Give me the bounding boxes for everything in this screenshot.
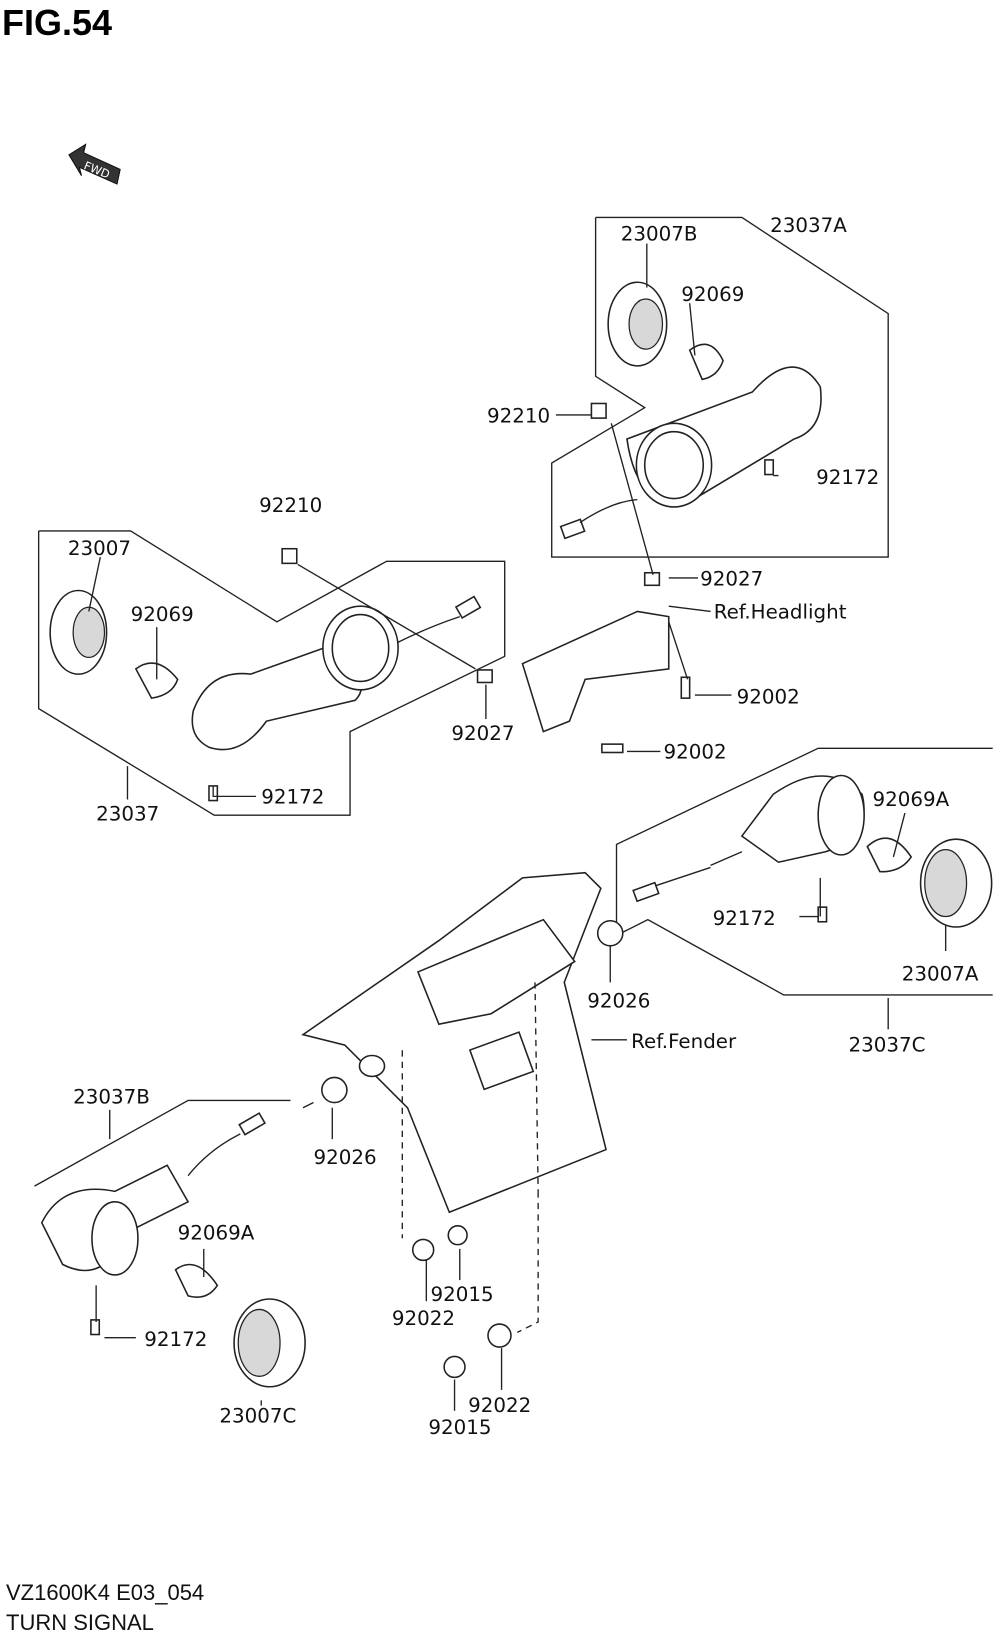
part-label: 92210 <box>487 404 550 427</box>
figure-title: FIG.54 <box>2 2 113 43</box>
part-label: 23007 <box>68 537 131 560</box>
part-label: 23037B <box>73 1086 150 1109</box>
fwd-label: FWD <box>82 158 112 181</box>
turn-signal-rear-right <box>632 774 993 928</box>
turn-signal-front-left <box>49 589 482 751</box>
part-label: 92172 <box>144 1328 207 1351</box>
part-label: 23007B <box>621 222 698 245</box>
section-title: TURN SIGNAL <box>6 1610 154 1635</box>
part-label: 92026 <box>313 1146 376 1169</box>
group-box-23037B <box>34 1099 291 1187</box>
footer: VZ1600K4 E03_054 TURN SIGNAL <box>6 1578 204 1638</box>
part-label: 92172 <box>261 786 324 809</box>
part-label: 92069A <box>178 1221 255 1244</box>
part-label: 92015 <box>431 1283 494 1306</box>
fwd-arrow-icon: FWD <box>68 143 121 185</box>
part-label: 92172 <box>816 466 879 489</box>
part-label: 23037 <box>96 802 159 825</box>
part-label: 92015 <box>428 1416 491 1439</box>
part-label: 92069 <box>131 603 194 626</box>
part-label: 92022 <box>468 1394 531 1417</box>
part-label: 92026 <box>587 989 650 1012</box>
part-label: 92069A <box>873 788 950 811</box>
rear-fender <box>301 871 607 1214</box>
part-label: 23037A <box>770 214 847 237</box>
model-code: VZ1600K4 E03_054 <box>6 1580 205 1605</box>
group-box-23037 <box>37 530 506 816</box>
part-label: Ref.Fender <box>631 1030 737 1053</box>
part-label: 92002 <box>737 685 800 708</box>
part-label: 92002 <box>664 741 727 764</box>
part-label: Ref.Headlight <box>714 601 847 624</box>
part-label: 23037C <box>848 1033 925 1056</box>
part-label: 92022 <box>392 1307 455 1330</box>
part-label: 23007C <box>219 1404 296 1427</box>
part-label: 23007A <box>902 962 979 985</box>
leader-lines <box>88 243 947 1411</box>
bracket <box>521 610 670 733</box>
part-label: 92210 <box>259 494 322 517</box>
part-label: 92069 <box>681 283 744 306</box>
part-label: 92172 <box>713 907 776 930</box>
part-label: 92027 <box>700 567 763 590</box>
hardware <box>90 402 828 1379</box>
turn-signal-front-right <box>559 281 822 540</box>
part-label: 92027 <box>451 722 514 745</box>
group-box-23037A <box>551 216 889 558</box>
turn-signal-rear-left <box>40 1112 306 1388</box>
